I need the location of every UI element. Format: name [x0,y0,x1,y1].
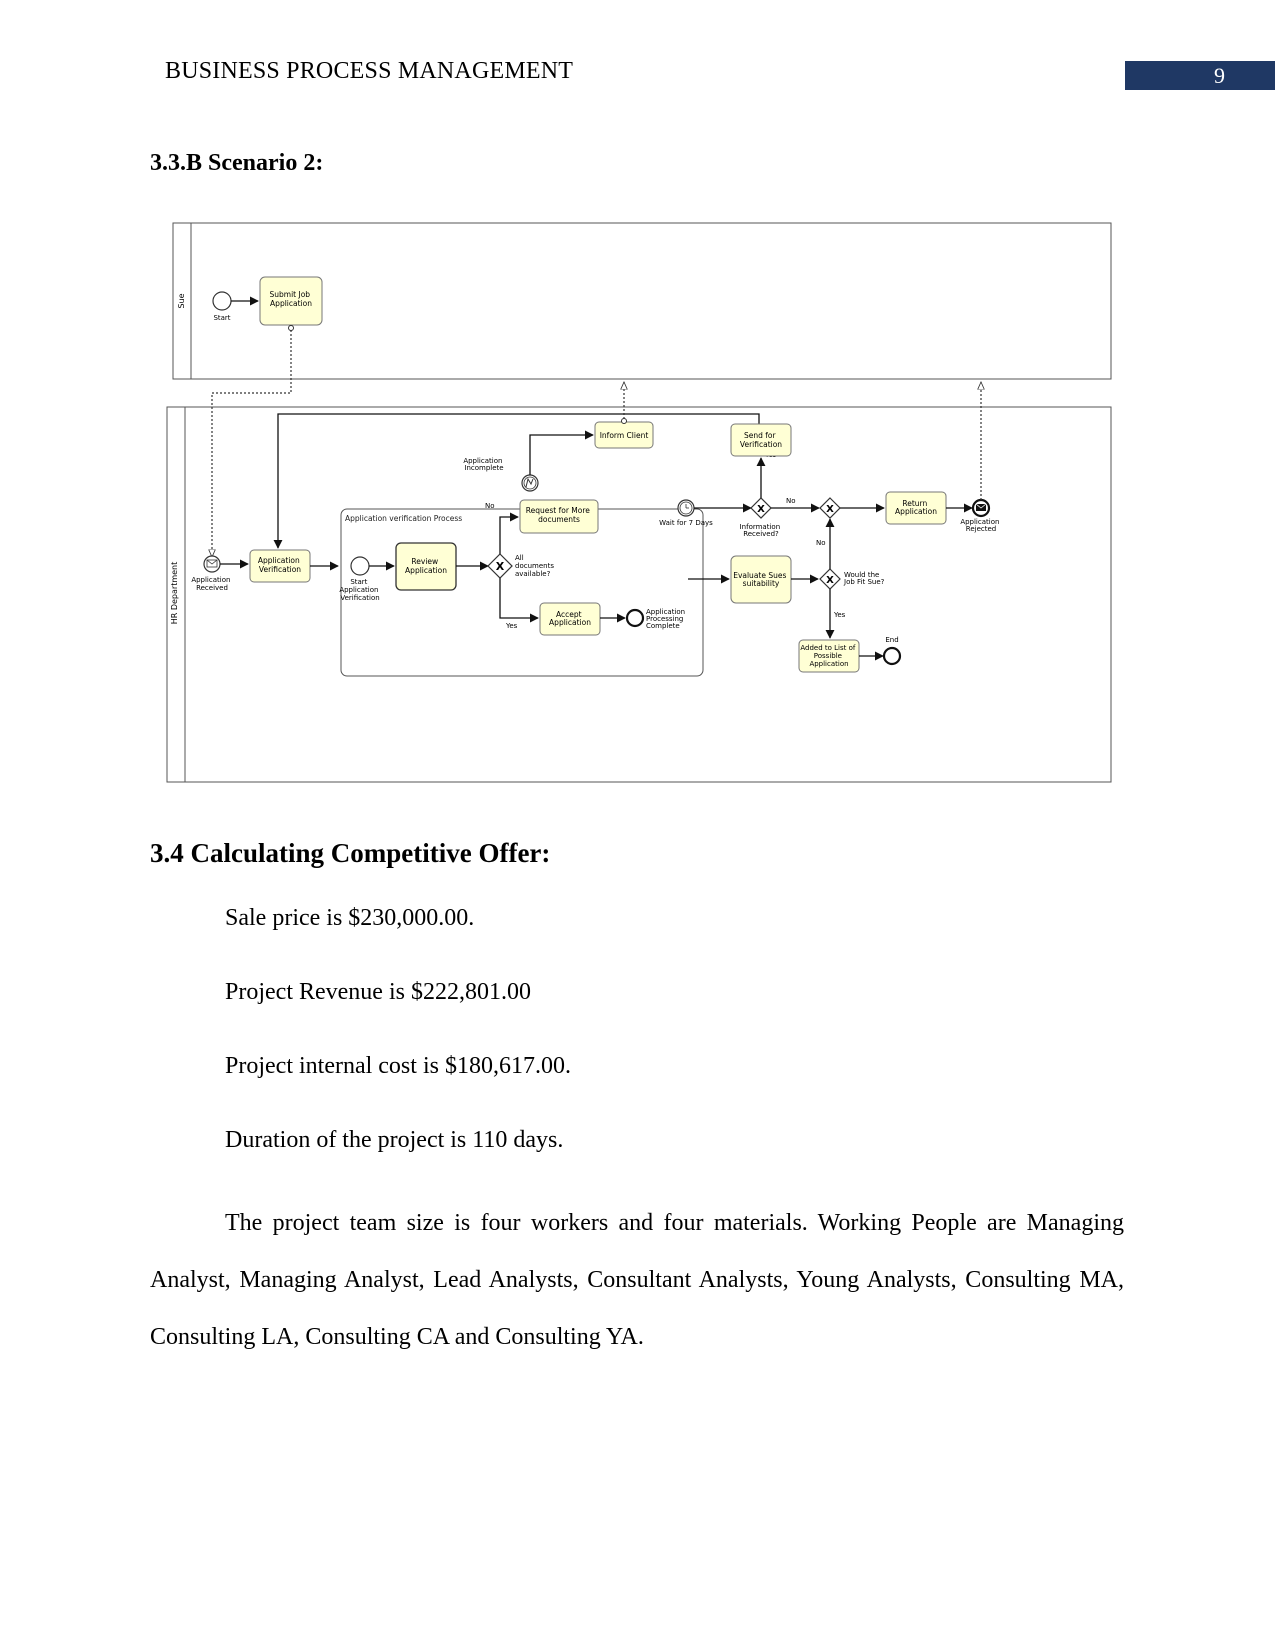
all-docs-label: All documents available? [515,554,556,578]
svg-text:X: X [496,560,505,573]
request-docs-task [519,499,599,534]
project-revenue-line: Project Revenue is $222,801.00 [225,979,531,1005]
start-event [212,291,232,311]
send-verification-task [730,423,792,457]
send-verification-label: Send for Verification [740,431,782,449]
running-head: BUSINESS PROCESS MANAGEMENT [165,58,574,84]
edge-no-docs: No [485,502,495,510]
accept-app-task [539,602,601,636]
app-processing-end [625,608,645,628]
gateway-info-received: X [750,497,772,519]
app-processing-label: Application Processing Complete [646,608,687,630]
timer-event [677,499,695,517]
pool-sue-label: Sue [177,293,186,308]
app-rejected-label: Application Rejected [960,518,1001,533]
request-docs-label: Request for More documents [526,506,593,524]
app-verification-label: Application Verification [258,556,302,574]
internal-cost-line: Project internal cost is $180,617.00. [225,1053,571,1079]
edge-yes-docs: Yes [505,622,518,630]
start-label: Start [213,314,230,322]
subprocess-label: Application verification Process [345,514,462,523]
edge-yes-fit: Yes [833,611,846,619]
duration-line: Duration of the project is 110 days. [225,1127,564,1153]
scenario-heading: 3.3.B Scenario 2: [150,150,324,176]
pool-sue: Sue [172,222,1112,380]
start-app-verif-event [350,556,370,576]
return-app-label: Return Application [895,499,937,516]
app-received-label: Application Received [191,576,232,592]
svg-text:X: X [757,504,765,515]
app-incomplete-label: Application Incomplete [463,457,504,472]
info-received-label: Information Received? [740,523,783,538]
edge-no-fit: No [816,539,826,547]
end-event [882,646,902,666]
review-app-label: Review Application [405,557,447,575]
pool-hr-label: HR Department [170,562,179,625]
svg-text:X: X [826,504,834,515]
team-paragraph: The project team size is four workers an… [150,1210,1124,1350]
section-heading: 3.4 Calculating Competitive Offer: [150,838,551,868]
sale-price-line: Sale price is $230,000.00. [225,905,475,931]
edge-no-info: No [786,497,796,505]
added-to-list-label: Added to List of Possible Application [800,644,857,668]
job-fit-label: Would the Job Fit Sue? [843,571,885,586]
submit-job-label: Submit Job Application [270,290,313,308]
inform-client-label: Inform Client [600,431,649,440]
evaluate-sue-label: Evaluate Sues suitability [733,571,789,588]
start-app-verif-label: Start Application Verification [339,578,380,602]
wait-7-days-label: Wait for 7 Days [659,519,713,527]
gateway-merge: X [819,497,841,519]
accept-app-label: Accept Application [549,610,591,627]
page-number: 9 [1125,61,1275,90]
svg-text:X: X [826,575,834,586]
end-label: End [885,636,898,644]
bpmn-diagram: Sue HR Department Application verificati… [166,222,1112,783]
subprocess-box [340,508,704,677]
